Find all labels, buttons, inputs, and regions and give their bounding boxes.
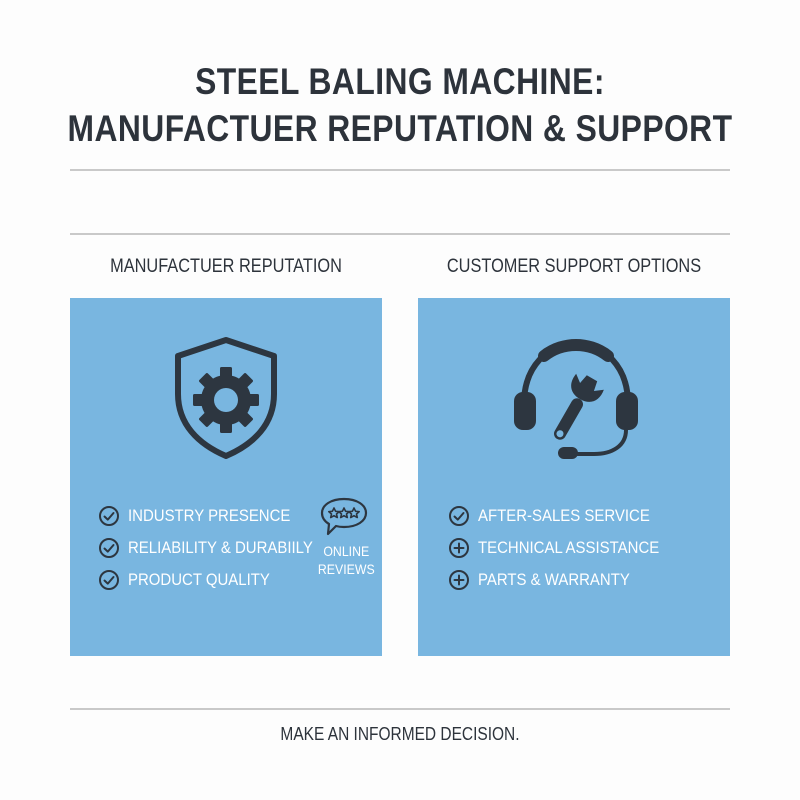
panel-manufacturer-reputation: INDUSTRY PRESENCE RELIABILITY & DURABIIL…: [70, 298, 382, 656]
list-item: PARTS & WARRANTY: [448, 564, 684, 596]
title-line-2: MANUFACTUER REPUTATION & SUPPORT: [67, 108, 733, 149]
plus-circle-icon: [449, 570, 469, 590]
shield-gear-icon: [175, 337, 277, 459]
item-label: INDUSTRY PRESENCE: [128, 506, 291, 525]
list-item: PRODUCT QUALITY: [98, 564, 338, 596]
reviews-label-line-1: ONLINE: [323, 543, 370, 559]
headset-wrench-icon: [514, 338, 638, 459]
page-title: STEEL BALING MACHINE: MANUFACTUER REPUTA…: [56, 58, 744, 152]
list-item: RELIABILITY & DURABIILY: [98, 532, 338, 564]
title-line-1: STEEL BALING MACHINE:: [195, 61, 605, 102]
reputation-list: INDUSTRY PRESENCE RELIABILITY & DURABIIL…: [98, 500, 338, 596]
item-label: PRODUCT QUALITY: [128, 570, 270, 589]
reviews-label-line-2: REVIEWS: [317, 561, 375, 577]
speech-bubble-stars-icon: [320, 497, 368, 536]
divider-top: [70, 169, 730, 171]
plus-circle-icon: [449, 538, 469, 558]
panel-customer-support: AFTER-SALES SERVICE TECHNICAL ASSISTANCE…: [418, 298, 730, 656]
list-item: AFTER-SALES SERVICE: [448, 500, 684, 532]
heading-manufacturer-reputation: MANUFACTUER REPUTATION: [110, 256, 342, 277]
heading-customer-support: CUSTOMER SUPPORT OPTIONS: [446, 256, 702, 277]
online-reviews: ONLINE REVIEWS: [314, 496, 375, 579]
check-circle-icon: [99, 538, 119, 558]
check-circle-icon: [449, 506, 469, 526]
check-circle-icon: [99, 506, 119, 526]
support-list: AFTER-SALES SERVICE TECHNICAL ASSISTANCE…: [448, 500, 684, 596]
item-label: TECHNICAL ASSISTANCE: [478, 538, 660, 557]
item-label: PARTS & WARRANTY: [478, 570, 630, 589]
item-label: AFTER-SALES SERVICE: [478, 506, 650, 525]
list-item: TECHNICAL ASSISTANCE: [448, 532, 684, 564]
divider-bottom: [70, 708, 730, 710]
footer-tagline: MAKE AN INFORMED DECISION.: [280, 724, 520, 744]
list-item: INDUSTRY PRESENCE: [98, 500, 338, 532]
check-circle-icon: [99, 570, 119, 590]
divider-middle: [70, 233, 730, 235]
item-label: RELIABILITY & DURABIILY: [128, 538, 313, 557]
